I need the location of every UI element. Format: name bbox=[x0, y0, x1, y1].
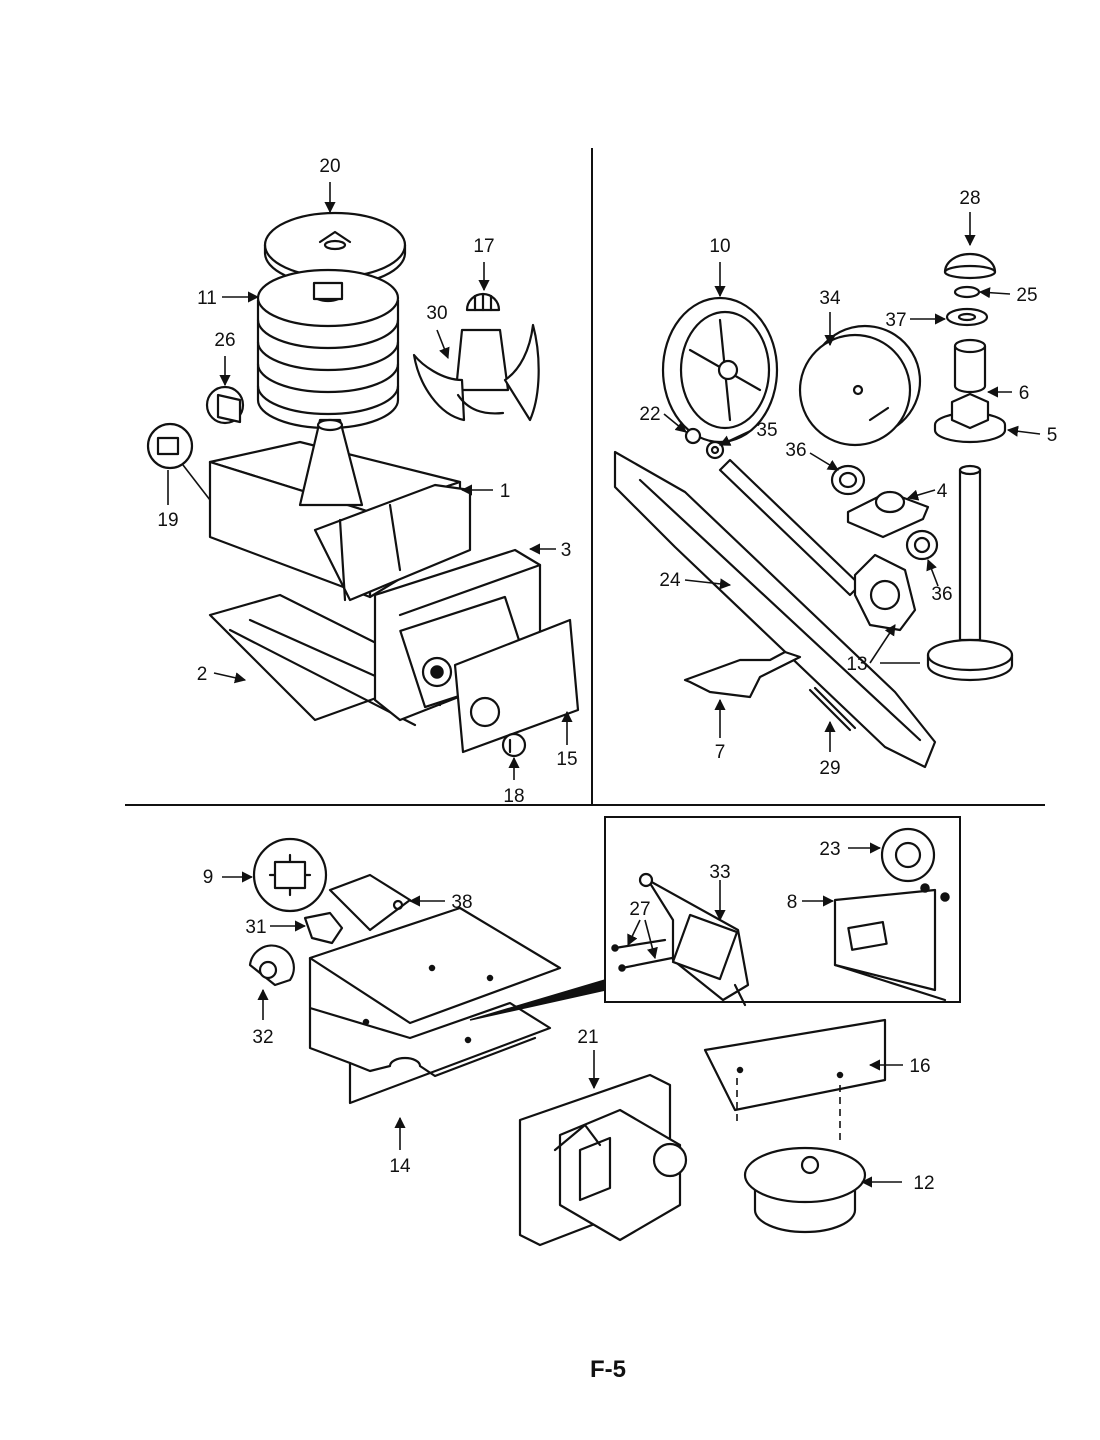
callout-6: 6 bbox=[1019, 383, 1030, 404]
part-23-gear bbox=[880, 827, 950, 902]
part-9-knob bbox=[252, 837, 328, 913]
part-38-clip bbox=[328, 873, 412, 932]
part-1-container bbox=[208, 418, 472, 602]
part-27-screws bbox=[611, 938, 674, 972]
callout-26: 26 bbox=[214, 330, 235, 351]
part-34-cam bbox=[798, 324, 922, 447]
part-4-bearing bbox=[846, 490, 930, 539]
part-35-washer bbox=[705, 440, 725, 460]
callout-23: 23 bbox=[819, 839, 840, 860]
callout-3: 3 bbox=[561, 540, 572, 561]
figure-label: F-5 bbox=[590, 1356, 626, 1383]
callout-25: 25 bbox=[1016, 285, 1037, 306]
part-14-control-housing bbox=[308, 906, 562, 1105]
callout-30: 30 bbox=[426, 303, 447, 324]
callout-31: 31 bbox=[245, 917, 266, 938]
part-18-knob bbox=[501, 732, 527, 758]
callout-labels: 20 11 17 30 26 19 1 3 2 15 18 10 34 22 3… bbox=[157, 156, 1057, 1194]
callout-7: 7 bbox=[715, 742, 726, 763]
part-25-ring bbox=[953, 285, 981, 299]
part-worm-shaft bbox=[718, 458, 862, 597]
callout-12: 12 bbox=[913, 1173, 934, 1194]
part-12-timer bbox=[743, 1146, 867, 1234]
callout-28: 28 bbox=[959, 188, 980, 209]
callout-24: 24 bbox=[659, 570, 681, 591]
callout-4: 4 bbox=[937, 481, 948, 502]
callout-19: 19 bbox=[157, 510, 178, 531]
callout-8: 8 bbox=[787, 892, 798, 913]
callout-14: 14 bbox=[389, 1156, 411, 1177]
leader-lines bbox=[167, 182, 1041, 1188]
part-15-cover bbox=[453, 618, 580, 754]
callout-37: 37 bbox=[885, 310, 906, 331]
part-5-hex-nut bbox=[933, 392, 1007, 444]
callout-34: 34 bbox=[819, 288, 841, 309]
part-6-bushing bbox=[953, 338, 987, 394]
callout-13: 13 bbox=[846, 654, 867, 675]
callout-10: 10 bbox=[709, 236, 730, 257]
part-30-auger bbox=[412, 323, 540, 422]
callout-9: 9 bbox=[203, 867, 214, 888]
callout-36-lower: 36 bbox=[931, 584, 952, 605]
callout-29: 29 bbox=[819, 758, 840, 779]
part-11-pulley bbox=[256, 268, 400, 430]
callout-5: 5 bbox=[1047, 425, 1058, 446]
part-7-bracket bbox=[683, 650, 802, 699]
callout-20: 20 bbox=[319, 156, 340, 177]
part-31-cam bbox=[303, 911, 344, 945]
part-36-washer-upper bbox=[830, 464, 866, 496]
callout-18: 18 bbox=[503, 786, 524, 807]
part-17-cap bbox=[465, 292, 501, 312]
callout-1: 1 bbox=[500, 481, 511, 502]
callout-15: 15 bbox=[556, 749, 577, 770]
callout-32: 32 bbox=[252, 1027, 273, 1048]
part-24-shaft bbox=[613, 450, 937, 769]
part-32-gear bbox=[248, 944, 295, 987]
part-28-cap bbox=[943, 252, 997, 280]
part-19-bracket bbox=[146, 422, 194, 470]
callout-33: 33 bbox=[709, 862, 730, 883]
part-22-nut bbox=[684, 427, 702, 445]
callout-36-upper: 36 bbox=[785, 440, 806, 461]
callout-38: 38 bbox=[451, 892, 472, 913]
part-36-washer-lower bbox=[905, 529, 939, 561]
part-37-washer bbox=[945, 307, 989, 327]
callout-35: 35 bbox=[756, 420, 777, 441]
part-16-cover-plate bbox=[703, 1018, 887, 1112]
callout-27: 27 bbox=[629, 899, 650, 920]
part-10-wheel bbox=[661, 296, 779, 444]
inset-box bbox=[604, 816, 961, 1003]
callout-2: 2 bbox=[197, 664, 208, 685]
part-29-pin bbox=[808, 686, 857, 732]
callout-11: 11 bbox=[197, 288, 217, 309]
callout-21: 21 bbox=[577, 1027, 598, 1048]
part-26-nut bbox=[205, 385, 245, 425]
part-21-motor bbox=[518, 1073, 688, 1247]
part-13-gear-shaft bbox=[926, 464, 1014, 682]
callout-17: 17 bbox=[473, 236, 494, 257]
part-33-switch bbox=[638, 872, 750, 1007]
callout-22: 22 bbox=[639, 404, 660, 425]
part-8-plate bbox=[833, 888, 947, 1002]
callout-16: 16 bbox=[909, 1056, 930, 1077]
part-gear-bevel bbox=[853, 553, 917, 632]
